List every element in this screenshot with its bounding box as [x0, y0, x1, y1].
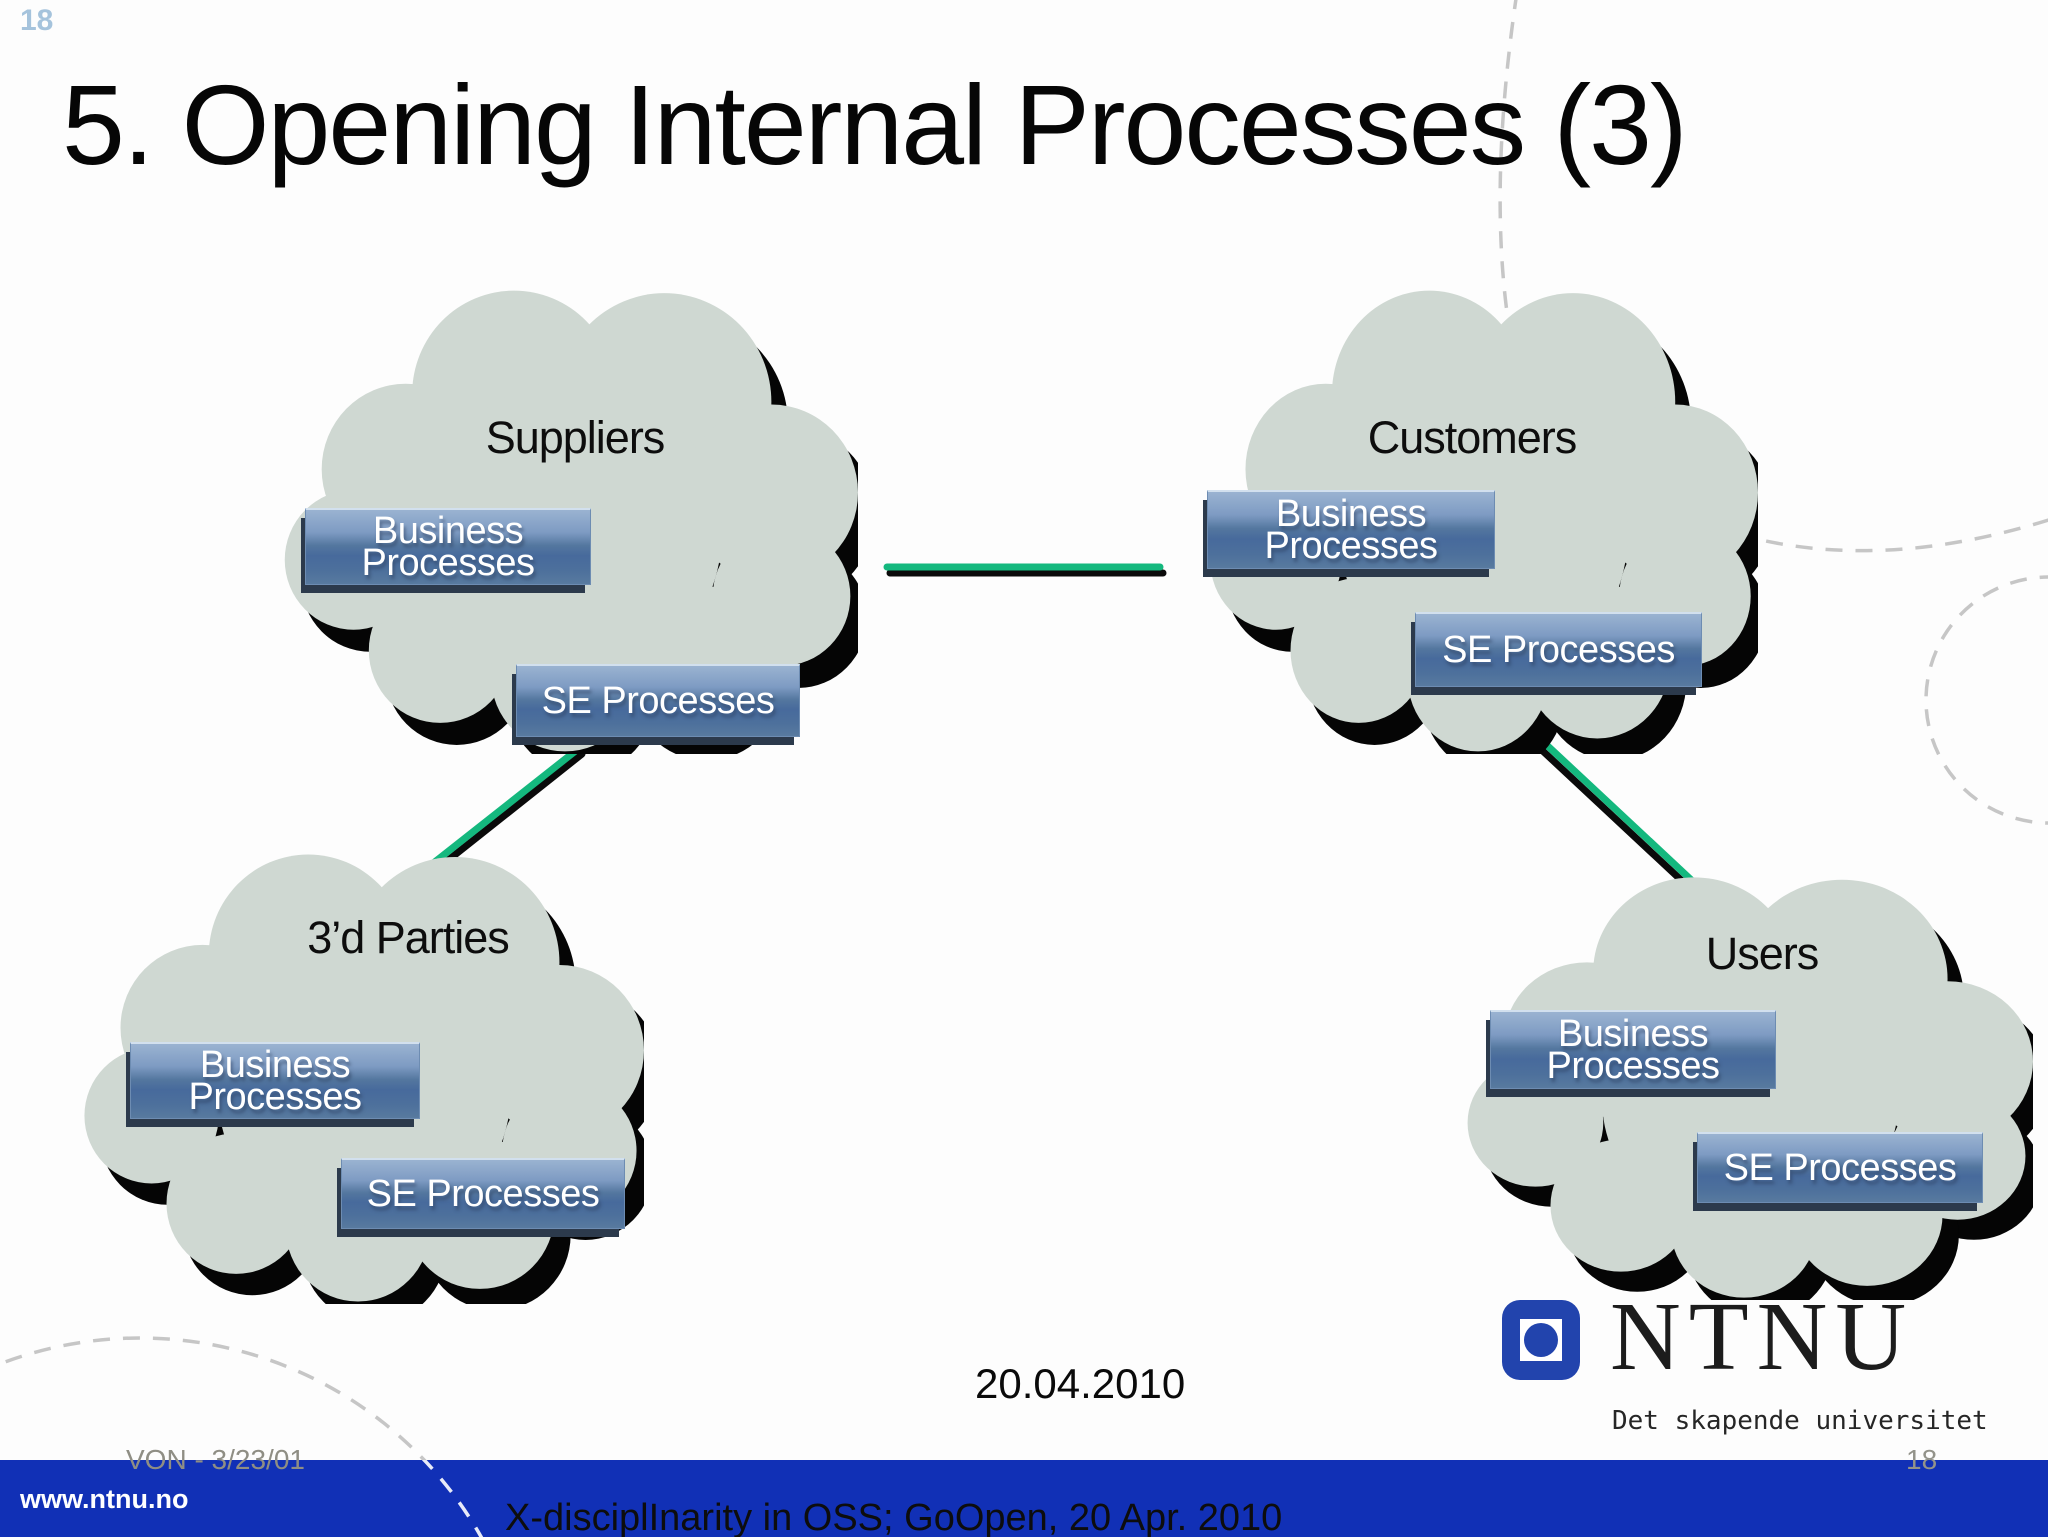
footer-note: VON - 3/23/01: [126, 1444, 305, 1475]
cloud-third-parties: 3’d Parties Business Processes SE Proces…: [72, 852, 644, 1304]
cloud-suppliers: Suppliers Business Processes SE Processe…: [272, 288, 858, 754]
se-processes-button: SE Processes: [1415, 612, 1702, 687]
se-processes-button: SE Processes: [341, 1158, 625, 1229]
cloud-users: Users Business Processes SE Processes: [1455, 875, 2033, 1300]
se-processes-button: SE Processes: [1697, 1132, 1983, 1203]
cloud-label-third-parties: 3’d Parties: [307, 912, 510, 963]
ntnu-tagline: Det skapende universitet: [1612, 1406, 1988, 1436]
cloud-label-customers: Customers: [1367, 412, 1578, 463]
cloud-customers: Customers Business Processes SE Processe…: [1198, 288, 1758, 754]
ntnu-logo-inner-square: [1520, 1319, 1562, 1361]
business-processes-button: Business Processes: [1207, 490, 1495, 569]
slide-title: 5. Opening Internal Processes (3): [62, 62, 1688, 188]
footer-caption: X-disciplInarity in OSS; GoOpen, 20 Apr.…: [505, 1497, 1283, 1537]
footer-website: www.ntnu.no: [20, 1484, 189, 1514]
business-processes-button: Business Processes: [1490, 1010, 1776, 1089]
slide-number-top: 18: [20, 4, 54, 37]
business-processes-button: Business Processes: [305, 508, 591, 585]
slide-date: 20.04.2010: [975, 1360, 1186, 1407]
ntnu-logo-icon: [1502, 1300, 1580, 1380]
dashed-arc-right: [1736, 518, 2048, 553]
slide-number-bottom: 18: [1906, 1444, 1938, 1475]
cloud-label-suppliers: Suppliers: [485, 412, 666, 463]
ntnu-logo-inner-circle: [1524, 1323, 1558, 1357]
se-processes-button: SE Processes: [516, 664, 800, 737]
ntnu-wordmark: NTNU: [1610, 1283, 1915, 1391]
dashed-circle-right: [1924, 575, 2048, 825]
business-processes-button: Business Processes: [130, 1042, 420, 1119]
cloud-label-users: Users: [1705, 928, 1820, 979]
